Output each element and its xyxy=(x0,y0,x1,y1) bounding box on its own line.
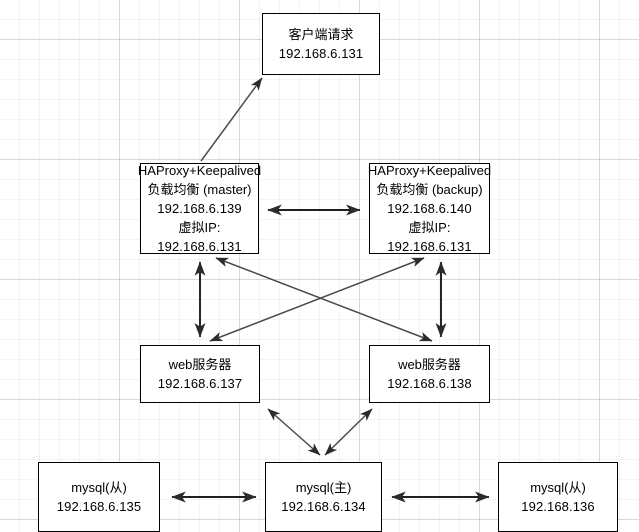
connector-haproxy-master-to-web-right xyxy=(215,257,433,342)
haproxy-master-ip: 192.168.6.139 xyxy=(157,201,242,216)
mysql-slave-left-node[interactable]: mysql(从) 192.168.6.135 xyxy=(38,462,160,532)
connector-web-left-to-mysql-master xyxy=(267,408,321,456)
haproxy-master-vip-label: 虚拟IP: xyxy=(178,220,221,235)
web-server-left-ip: 192.168.6.137 xyxy=(157,376,243,391)
web-server-left-node[interactable]: web服务器 192.168.6.137 xyxy=(140,345,260,403)
mysql-slave-right-label: mysql(从) xyxy=(530,480,586,495)
haproxy-master-vip: 192.168.6.131 xyxy=(157,239,242,254)
mysql-master-ip: 192.168.6.134 xyxy=(281,499,366,514)
web-server-right-ip: 192.168.6.138 xyxy=(387,376,472,391)
haproxy-master-title: HAProxy+Keepalived xyxy=(137,163,262,178)
mysql-master-node[interactable]: mysql(主) 192.168.6.134 xyxy=(265,462,382,532)
connector-haproxy-backup-to-web-left xyxy=(209,257,425,342)
haproxy-master-role: 负载均衡 (master) xyxy=(147,182,252,197)
haproxy-keepalived-backup-node[interactable]: HAProxy+Keepalived 负载均衡 (backup) 192.168… xyxy=(367,163,492,254)
client-request-label: 客户端请求 xyxy=(288,27,354,42)
haproxy-backup-role: 负载均衡 (backup) xyxy=(376,182,483,197)
web-server-right-label: web服务器 xyxy=(398,357,461,372)
haproxy-backup-vip: 192.168.6.131 xyxy=(387,239,472,254)
client-request-ip: 192.168.6.131 xyxy=(278,46,364,61)
haproxy-backup-ip: 192.168.6.140 xyxy=(387,201,472,216)
mysql-slave-left-label: mysql(从) xyxy=(71,480,127,495)
haproxy-backup-vip-label: 虚拟IP: xyxy=(408,220,451,235)
haproxy-backup-title: HAProxy+Keepalived xyxy=(367,163,492,178)
mysql-slave-left-ip: 192.168.6.135 xyxy=(56,499,142,514)
web-server-left-label: web服务器 xyxy=(168,357,232,372)
mysql-master-label: mysql(主) xyxy=(295,480,352,495)
web-server-right-node[interactable]: web服务器 192.168.6.138 xyxy=(369,345,490,403)
haproxy-keepalived-master-node[interactable]: HAProxy+Keepalived 负载均衡 (master) 192.168… xyxy=(137,163,262,254)
mysql-slave-right-ip: 192.168.136 xyxy=(521,499,595,514)
mysql-slave-right-node[interactable]: mysql(从) 192.168.136 xyxy=(498,462,618,532)
connector-web-right-to-mysql-master xyxy=(324,408,373,456)
connector-haproxy-master-to-client xyxy=(200,77,263,162)
client-request-node[interactable]: 客户端请求 192.168.6.131 xyxy=(262,13,380,75)
